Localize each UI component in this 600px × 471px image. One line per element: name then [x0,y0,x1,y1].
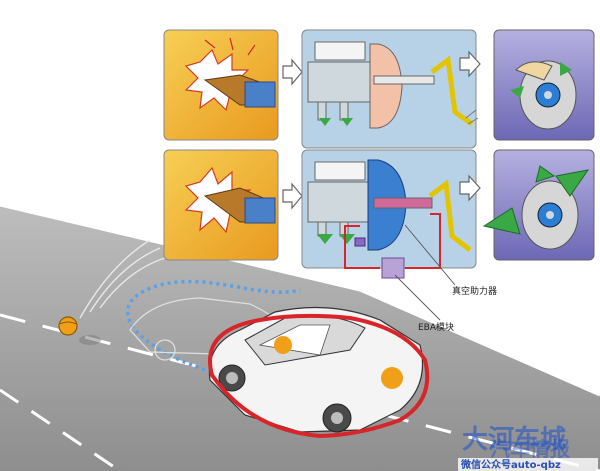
panel-brake-normal [301,29,479,149]
brake-pedal-icon [430,55,474,127]
label-eba-module: EBA模块 [418,321,454,333]
car-highlight-outline [208,313,430,439]
ball-motion-lines [79,239,166,319]
callout-line-eba [394,274,441,321]
label-vacuum-booster: 真空助力器 [452,285,497,297]
watermark-overlay-text: 汽车情报 [490,437,570,461]
watermark-logo-text: 大河车城 [462,424,566,455]
eba-module [344,213,441,279]
ball-obstacle [58,316,101,345]
car [208,306,430,439]
arrow-right-icon [459,50,481,78]
callout-line-booster [404,224,456,286]
panel-disc-normal [493,29,595,141]
brake-pedal-icon [428,179,472,252]
panel-brake-eba [301,149,477,269]
watermark: 大河车城 汽车情报 微信公众号auto-qbz [458,424,598,471]
arrow-right-icon [459,174,481,202]
arrow-right-icon [282,182,303,210]
watermark-sub-text: 微信公众号auto-qbz [460,458,561,471]
panel-disc-emergency [482,149,595,261]
panel-foot-emergency [163,149,279,261]
panel-foot-normal [163,29,279,141]
vacuum-booster-icon [369,43,403,129]
trajectory-path [126,279,301,372]
arrow-right-icon [282,58,303,86]
